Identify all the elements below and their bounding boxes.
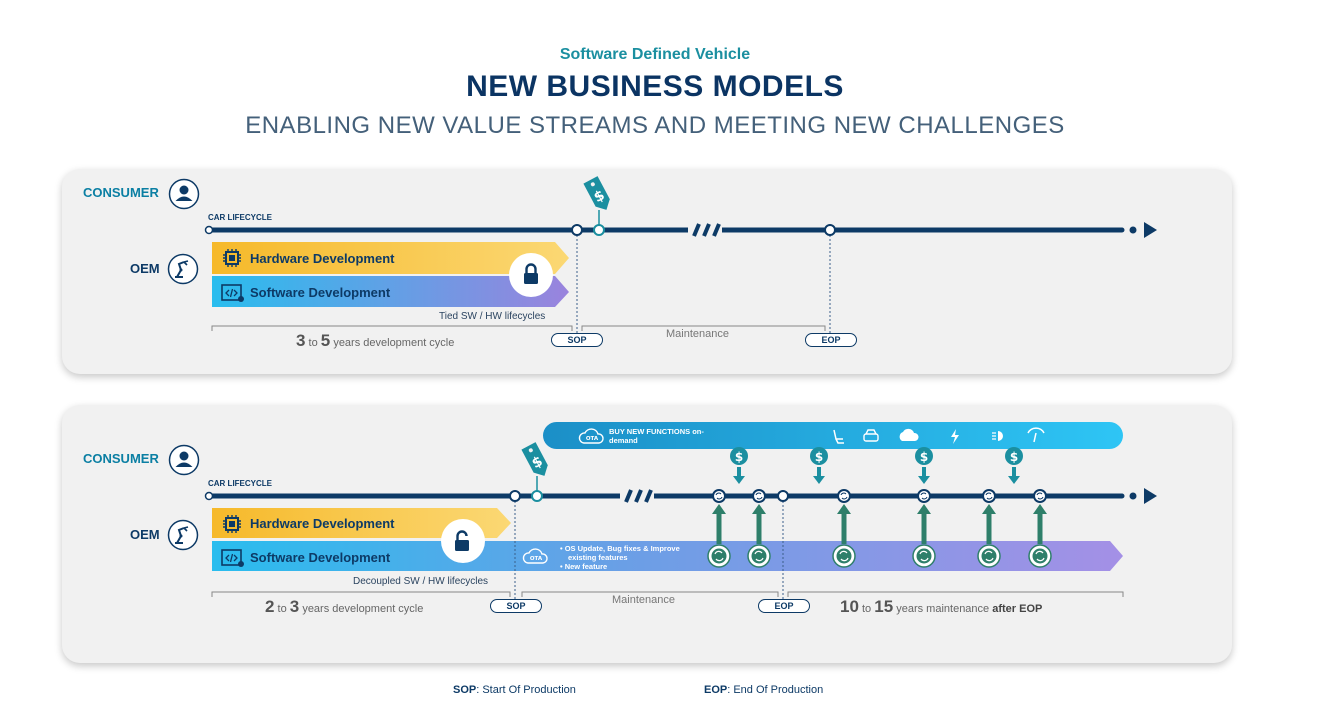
- price-tag-icon: $: [578, 174, 618, 219]
- top-dev-bars: [212, 242, 569, 307]
- bottom-dev-cycle-label: 2 to 3 years development cycle: [265, 597, 423, 617]
- maint-after: after EOP: [992, 603, 1043, 615]
- ota-update-list: • OS Update, Bug fixes & Improve existin…: [560, 544, 680, 571]
- oem-label: OEM: [130, 261, 160, 276]
- dollar-marker: $: [810, 447, 828, 484]
- decoupled-lifecycles-label: Decoupled SW / HW lifecycles: [353, 576, 489, 587]
- ota-update-item: existing features: [568, 553, 628, 562]
- legend-sop-abbr: SOP: [453, 684, 477, 696]
- seat-icon: [833, 429, 844, 444]
- cloud-ota-icon: OTA: [522, 547, 550, 570]
- hardware-chip-icon: [221, 514, 243, 539]
- page-subtitle: ENABLING NEW VALUE STREAMS AND MEETING N…: [245, 112, 1065, 139]
- maintenance-after-eop-label: 10 to 15 years maintenance after EOP: [840, 597, 1042, 617]
- oem-label: OEM: [130, 527, 160, 542]
- update-marker: [912, 489, 936, 568]
- update-marker: [832, 489, 856, 568]
- consumer-label: CONSUMER: [83, 185, 159, 200]
- svg-text:$: $: [815, 450, 823, 464]
- ota-update-item: • OS Update, Bug fixes & Improve: [560, 544, 680, 553]
- maint-to: to: [861, 603, 872, 615]
- consumer-label: CONSUMER: [83, 451, 159, 466]
- update-marker: [977, 489, 1001, 568]
- maint-min: 10: [840, 597, 859, 616]
- car-icon: [863, 429, 879, 442]
- hardware-development-label: Hardware Development: [250, 251, 395, 266]
- header-kicker: Software Defined Vehicle: [559, 46, 751, 63]
- cycle-min: 2: [265, 597, 275, 616]
- consumer-user-icon: [168, 178, 200, 215]
- refresh-icon: [715, 492, 1044, 500]
- headlight-icon: [992, 431, 1003, 441]
- cycle-max: 5: [320, 331, 331, 350]
- ota-update-item: • New feature: [560, 562, 608, 571]
- maint-suffix: years maintenance: [896, 603, 990, 615]
- cycle-to: to: [308, 337, 318, 349]
- wiper-icon: [1027, 427, 1045, 443]
- tied-lifecycles-label: Tied SW / HW lifecycles: [439, 311, 546, 322]
- cycle-suffix: years development cycle: [333, 337, 455, 349]
- oem-robot-arm-icon: [167, 519, 199, 556]
- eop-tag: EOP: [805, 333, 857, 347]
- update-marker: [707, 489, 731, 568]
- oem-robot-arm-icon: [167, 253, 199, 290]
- page-title: NEW BUSINESS MODELS: [466, 70, 844, 103]
- buy-functions-line-2: demand: [609, 436, 638, 445]
- feature-icons: [833, 427, 1045, 444]
- unlock-icon: [440, 518, 486, 569]
- dollar-marker: $: [1005, 447, 1023, 484]
- software-code-icon: [221, 283, 245, 308]
- svg-text:$: $: [735, 450, 743, 464]
- top-dev-cycle-label: 3 to 5 years development cycle: [296, 331, 454, 351]
- car-lifecycle-label: CAR LIFECYCLE: [208, 213, 272, 222]
- cycle-min: 3: [296, 331, 306, 350]
- lock-icon: [508, 252, 554, 303]
- buy-functions-line-1: BUY NEW FUNCTIONS on-: [609, 427, 704, 436]
- software-code-icon: [221, 548, 245, 573]
- sop-tag: SOP: [551, 333, 603, 347]
- update-marker: [1028, 489, 1052, 568]
- price-tag-icon: $: [516, 440, 556, 485]
- cycle-to: to: [277, 603, 287, 615]
- legend-sop: SOP: Start Of Production: [453, 684, 576, 696]
- svg-text:$: $: [920, 450, 928, 464]
- legend-eop: EOP: End Of Production: [704, 684, 823, 696]
- cycle-suffix: years development cycle: [302, 603, 424, 615]
- bottom-maintenance-label: Maintenance: [612, 594, 675, 606]
- software-development-label: Software Development: [250, 550, 391, 565]
- car-lifecycle-label: CAR LIFECYCLE: [208, 479, 272, 488]
- cycle-max: 3: [289, 597, 300, 616]
- dollar-marker: $: [730, 447, 748, 484]
- lightning-icon: [951, 429, 959, 444]
- legend-eop-abbr: EOP: [704, 684, 728, 696]
- refresh-icon: [714, 550, 1045, 562]
- ota-label: OTA: [530, 556, 543, 562]
- svg-text:$: $: [1010, 450, 1018, 464]
- climate-icon: [899, 428, 919, 441]
- cloud-ota-icon: OTA: [578, 427, 606, 450]
- buy-new-functions-label: BUY NEW FUNCTIONS on- demand: [609, 427, 704, 445]
- hardware-chip-icon: [221, 248, 243, 273]
- hardware-development-label: Hardware Development: [250, 516, 395, 531]
- update-marker: [747, 489, 771, 568]
- sop-tag: SOP: [490, 599, 542, 613]
- maint-max: 15: [874, 597, 894, 616]
- consumer-user-icon: [168, 444, 200, 481]
- top-maintenance-label: Maintenance: [666, 328, 729, 340]
- legend-sop-text: : Start Of Production: [476, 684, 576, 696]
- legend-eop-text: : End Of Production: [727, 684, 824, 696]
- dollar-marker: $: [915, 447, 933, 484]
- buy-functions-bar: [543, 422, 1123, 449]
- svg-text:OTA: OTA: [586, 436, 599, 442]
- software-development-label: Software Development: [250, 285, 391, 300]
- eop-tag: EOP: [758, 599, 810, 613]
